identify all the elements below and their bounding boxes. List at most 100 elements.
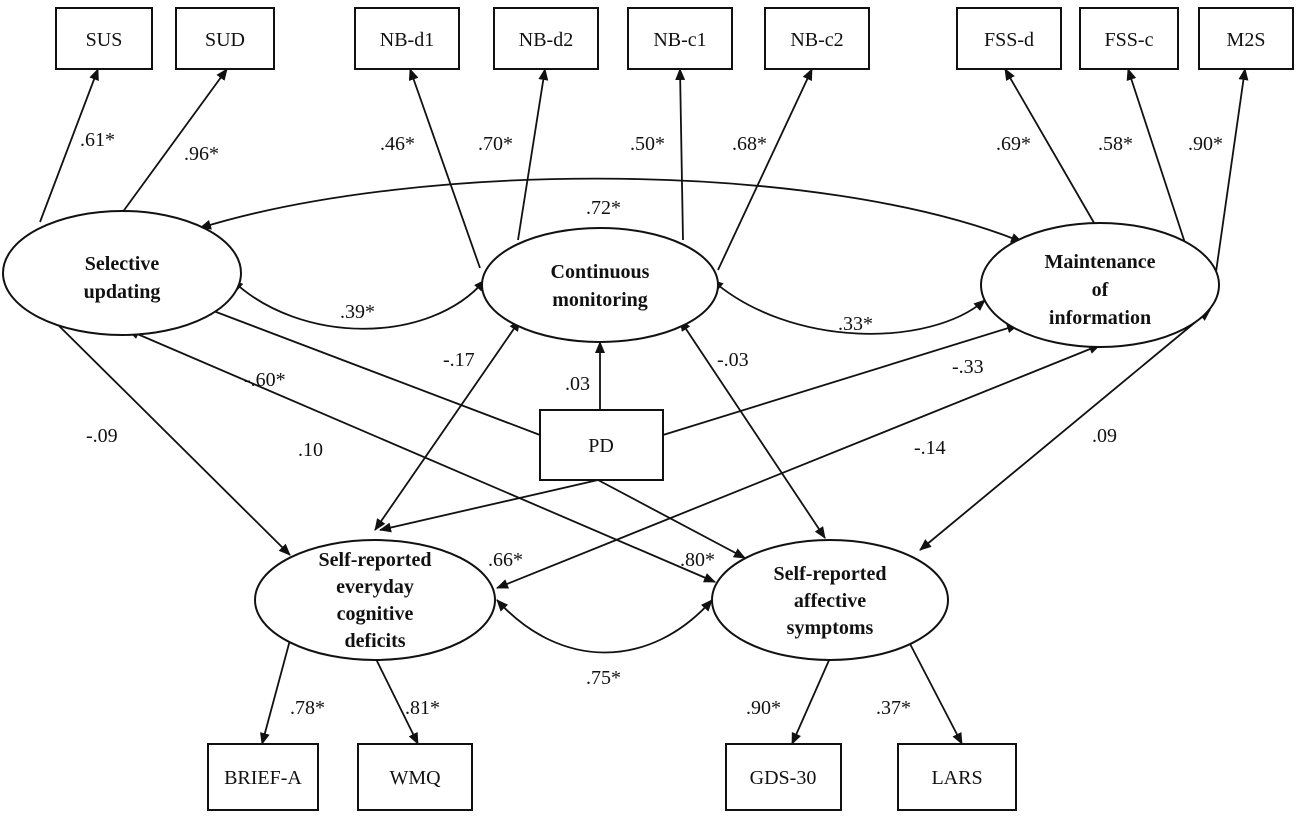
covariance-cog-aff bbox=[496, 599, 713, 654]
latent-cognitive-line-3: cognitive bbox=[337, 603, 414, 625]
arrow-su-sud bbox=[121, 68, 228, 214]
box-fss-c bbox=[1079, 7, 1179, 70]
coef-cm-cog: -.17 bbox=[443, 349, 475, 371]
coef-pd-cog: .66* bbox=[488, 549, 523, 571]
coef-cm-nbd1: .46* bbox=[380, 133, 415, 155]
coef-cog-aff: .75* bbox=[586, 667, 621, 689]
label-nb-d1: NB-d1 bbox=[380, 29, 434, 51]
coef-cog-brief: .78* bbox=[290, 697, 325, 719]
label-sus: SUS bbox=[86, 29, 123, 51]
coef-cm-nbd2: .70* bbox=[478, 133, 513, 155]
arrow-cm-nbc1 bbox=[675, 68, 686, 241]
box-nb-c2 bbox=[764, 7, 870, 70]
arrow-pd-cog bbox=[379, 479, 599, 533]
latent-cognitive-line-4: deficits bbox=[344, 630, 405, 652]
ellipse-self-reported-cognitive bbox=[254, 539, 496, 661]
latent-maintenance-line-2: of bbox=[1092, 279, 1109, 301]
coef-cm-aff: -.03 bbox=[717, 349, 749, 371]
coef-pd-su: -.60* bbox=[244, 369, 286, 391]
box-sud bbox=[175, 7, 275, 70]
covariance-su-cm bbox=[231, 279, 486, 330]
label-gds-30: GDS-30 bbox=[750, 767, 817, 789]
box-wmq bbox=[357, 743, 473, 811]
box-nb-d1 bbox=[354, 7, 460, 70]
coef-pd-cm: .03 bbox=[565, 373, 590, 395]
latent-selective-updating-line-2: updating bbox=[84, 281, 161, 303]
coef-mi-aff: .09 bbox=[1092, 425, 1117, 447]
arrow-mi-fssd bbox=[1004, 68, 1098, 229]
covariance-su-mi bbox=[199, 177, 1023, 243]
coef-pd-mi: -.33 bbox=[952, 356, 984, 378]
coef-su-sus: .61* bbox=[80, 129, 115, 151]
label-fss-c: FSS-c bbox=[1105, 29, 1154, 51]
arrow-mi-fssc bbox=[1126, 68, 1186, 244]
box-fss-d bbox=[956, 7, 1062, 70]
label-pd: PD bbox=[588, 435, 614, 457]
coef-mi-fssd: .69* bbox=[996, 133, 1031, 155]
latent-continuous-monitoring-line-2: monitoring bbox=[552, 289, 648, 311]
coef-su-mi: .72* bbox=[586, 197, 621, 219]
latent-continuous-monitoring-line-1: Continuous bbox=[551, 261, 650, 283]
arrow-su-sus bbox=[39, 68, 99, 223]
latent-affective-line-1: Self-reported bbox=[774, 563, 887, 585]
arrow-aff-gds bbox=[791, 657, 831, 745]
coef-cm-nbc2: .68* bbox=[732, 133, 767, 155]
arrow-mi-m2s bbox=[1215, 68, 1249, 273]
coef-cm-nbc1: .50* bbox=[630, 133, 665, 155]
latent-affective-line-3: symptoms bbox=[787, 617, 874, 639]
coef-cog-wmq: .81* bbox=[405, 697, 440, 719]
label-nb-c1: NB-c1 bbox=[653, 29, 706, 51]
coef-su-cog: -.09 bbox=[86, 425, 118, 447]
coef-aff-gds: .90* bbox=[746, 697, 781, 719]
label-nb-c2: NB-c2 bbox=[790, 29, 843, 51]
box-nb-d2 bbox=[493, 7, 599, 70]
ellipse-selective-updating bbox=[2, 210, 242, 336]
box-sus bbox=[55, 7, 153, 70]
coef-mi-cog: -.14 bbox=[914, 437, 946, 459]
label-m2s: M2S bbox=[1227, 29, 1266, 51]
box-pd bbox=[539, 409, 664, 481]
ellipse-continuous-monitoring bbox=[481, 227, 719, 343]
arrow-cog-wmq bbox=[374, 656, 419, 745]
connector-lines bbox=[37, 68, 1249, 745]
coef-pd-aff: .80* bbox=[680, 549, 715, 571]
coef-su-sud: .96* bbox=[184, 143, 219, 165]
arrow-cog-brief bbox=[260, 639, 291, 745]
latent-variables: Selective updating Continuous monitoring… bbox=[2, 210, 1220, 661]
box-gds-30 bbox=[725, 743, 842, 811]
label-nb-d2: NB-d2 bbox=[519, 29, 573, 51]
label-wmq: WMQ bbox=[389, 767, 441, 789]
box-lars bbox=[897, 743, 1017, 811]
box-brief-a bbox=[207, 743, 319, 811]
arrow-pd-aff bbox=[597, 479, 746, 559]
coef-su-cm: .39* bbox=[340, 301, 375, 323]
arrow-pd-mi bbox=[662, 323, 1019, 436]
arrow-cm-nbc2 bbox=[717, 68, 813, 271]
label-brief-a: BRIEF-A bbox=[224, 767, 302, 789]
covariance-su-cog bbox=[37, 304, 291, 556]
coef-aff-lars: .37* bbox=[876, 697, 911, 719]
coef-su-aff: .10 bbox=[298, 439, 323, 461]
label-lars: LARS bbox=[931, 767, 982, 789]
latent-maintenance-line-3: information bbox=[1049, 307, 1151, 329]
arrow-aff-lars bbox=[907, 639, 963, 745]
latent-selective-updating-line-1: Selective bbox=[85, 253, 160, 275]
latent-cognitive-line-1: Self-reported bbox=[319, 549, 432, 571]
ellipse-maintenance-of-information bbox=[980, 222, 1220, 348]
ellipse-self-reported-affective bbox=[711, 539, 949, 661]
coef-cm-mi: .33* bbox=[838, 313, 873, 335]
arrow-cm-nbd1 bbox=[408, 68, 481, 269]
coef-mi-m2s: .90* bbox=[1188, 133, 1223, 155]
box-nb-c1 bbox=[627, 7, 733, 70]
coefficient-labels: .61* .96* .46* .70* .50* .68* .69* .58* … bbox=[80, 129, 1223, 719]
latent-cognitive-line-2: everyday bbox=[336, 576, 414, 598]
latent-maintenance-line-1: Maintenance bbox=[1044, 251, 1155, 273]
coef-mi-fssc: .58* bbox=[1098, 133, 1133, 155]
arrow-cm-nbd2 bbox=[517, 68, 549, 241]
label-fss-d: FSS-d bbox=[984, 29, 1034, 51]
box-m2s bbox=[1198, 7, 1294, 70]
label-sud: SUD bbox=[205, 29, 245, 51]
covariance-mi-aff bbox=[919, 309, 1211, 551]
latent-affective-line-2: affective bbox=[794, 590, 866, 612]
